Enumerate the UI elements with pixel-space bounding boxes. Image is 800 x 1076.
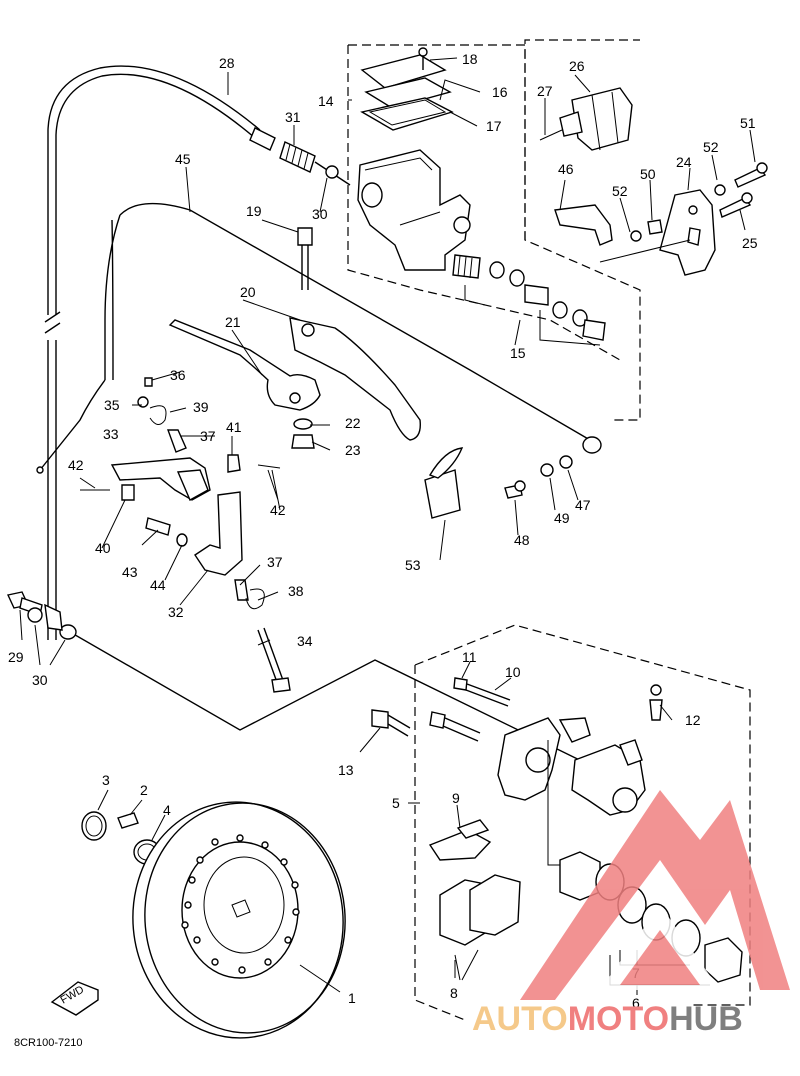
part-label-6: 6 [632, 995, 640, 1011]
part-label-27: 27 [537, 83, 553, 99]
watermark-logo [520, 790, 790, 1000]
part-label-13: 13 [338, 762, 354, 778]
brake-line-lower [69, 631, 601, 771]
part-label-24: 24 [676, 154, 692, 170]
part-label-52a: 52 [703, 139, 719, 155]
part-label-49: 49 [554, 510, 570, 526]
part-label-37b: 37 [267, 554, 283, 570]
part-label-52b: 52 [612, 183, 628, 199]
part-label-53: 53 [405, 557, 421, 573]
part-label-43: 43 [122, 564, 138, 580]
brake-disc [132, 801, 346, 1039]
brake-hose [44, 65, 351, 640]
part-label-1: 1 [348, 990, 356, 1006]
part-label-29: 29 [8, 649, 24, 665]
part-label-44: 44 [150, 577, 166, 593]
rod-cable-45 [36, 202, 602, 474]
drawing-code: 8CR100-7210 [14, 1037, 83, 1049]
part-label-30a: 30 [312, 206, 328, 222]
part-label-28: 28 [219, 55, 235, 71]
part-label-17: 17 [486, 118, 502, 134]
brake-lever-20 [289, 227, 421, 441]
part-label-36: 36 [170, 367, 186, 383]
switch-and-bracket [539, 87, 768, 276]
part-label-2: 2 [140, 782, 148, 798]
part-label-19: 19 [246, 203, 262, 219]
part-label-32: 32 [168, 604, 184, 620]
part-label-30b: 30 [32, 672, 48, 688]
linkage-32 [145, 454, 291, 693]
part-label-5: 5 [392, 795, 400, 811]
master-cylinder-assembly [325, 47, 606, 346]
part-label-31: 31 [285, 109, 301, 125]
part-label-4: 4 [163, 802, 171, 818]
linkage-33 [80, 377, 211, 501]
part-label-12: 12 [685, 712, 701, 728]
part-label-33: 33 [103, 426, 119, 442]
part-label-51: 51 [740, 115, 756, 131]
part-label-41: 41 [226, 419, 242, 435]
part-label-38: 38 [288, 583, 304, 599]
fwd-arrow: FWD [50, 981, 99, 1016]
part-label-10: 10 [505, 664, 521, 680]
part-label-26: 26 [569, 58, 585, 74]
part-labels: 1 2 3 4 5 6 7 8 9 10 11 12 13 14 15 16 1… [8, 51, 758, 1011]
part-label-11: 11 [462, 649, 477, 665]
part-label-34: 34 [297, 633, 313, 649]
leader-lines [19, 57, 756, 995]
pedal-arm-21 [168, 319, 321, 449]
part-label-47: 47 [575, 497, 591, 513]
part-label-15: 15 [510, 345, 526, 361]
part-label-23: 23 [345, 442, 361, 458]
part-label-50: 50 [640, 166, 656, 182]
small-hardware-right [424, 447, 573, 519]
part-label-16: 16 [492, 84, 508, 100]
part-label-9: 9 [452, 790, 460, 806]
part-label-42a: 42 [68, 457, 84, 473]
part-label-25: 25 [742, 235, 758, 251]
part-label-8: 8 [450, 985, 458, 1001]
part-label-48: 48 [514, 532, 530, 548]
caliper-assembly [371, 677, 743, 986]
part-label-21: 21 [225, 314, 241, 330]
part-label-3: 3 [102, 772, 110, 788]
group-outlines [347, 39, 751, 1021]
part-label-18: 18 [462, 51, 478, 67]
part-label-20: 20 [240, 284, 256, 300]
part-label-39: 39 [193, 399, 209, 415]
part-label-22: 22 [345, 415, 361, 431]
watermark-text: AUTOMOTOHUB [472, 1000, 743, 1038]
part-label-14: 14 [318, 93, 334, 109]
part-label-45: 45 [175, 151, 191, 167]
part-label-46: 46 [558, 161, 574, 177]
part-label-35: 35 [104, 397, 120, 413]
part-label-42b: 42 [270, 502, 286, 518]
part-label-37a: 37 [200, 428, 216, 444]
part-label-40: 40 [95, 540, 111, 556]
hose-fittings-left [6, 591, 77, 640]
